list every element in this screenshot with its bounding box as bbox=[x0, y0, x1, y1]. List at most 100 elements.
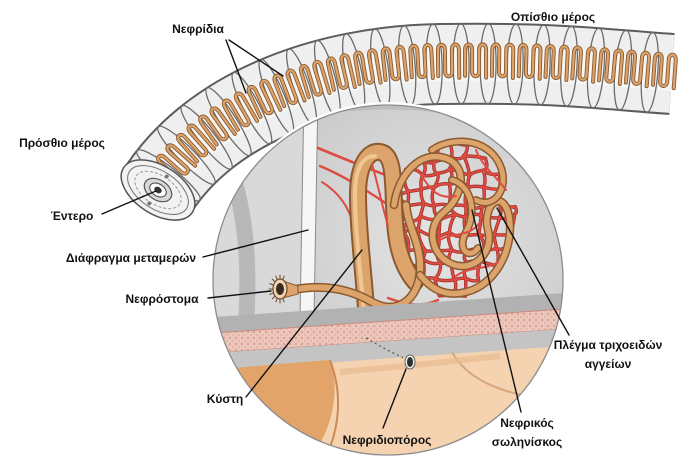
nephridium-coil-tube bbox=[157, 144, 197, 182]
nephrostome-leader bbox=[207, 290, 272, 299]
nephridium-coil-tube bbox=[409, 43, 434, 80]
nephridia-leader-2 bbox=[228, 39, 284, 77]
label-nephrostome: Νεφρόστομα bbox=[126, 292, 200, 306]
nephridium-coil bbox=[272, 68, 307, 109]
nephridium-coil bbox=[380, 44, 409, 82]
capillary-vessel bbox=[433, 277, 456, 282]
ventral-lobe bbox=[215, 360, 335, 455]
capillary-vessel bbox=[493, 233, 498, 250]
capillary-overlay bbox=[371, 149, 507, 277]
nephridium-coil bbox=[221, 91, 260, 132]
nephrostome bbox=[268, 274, 299, 304]
capillary-vessel bbox=[431, 186, 436, 207]
label-bladder: Κύστη bbox=[207, 392, 244, 406]
coiled-tubule bbox=[391, 153, 513, 297]
capillary-vessel bbox=[462, 155, 471, 177]
label-posterior: Οπίσθιο μέρος bbox=[511, 10, 595, 24]
nephridium-coil-tube bbox=[624, 50, 651, 88]
nephridium-coil-tube bbox=[436, 43, 461, 79]
nephridium-coil-tube bbox=[247, 79, 282, 119]
label-capillary-line2: αγγείων bbox=[585, 357, 632, 371]
nephridium-coil bbox=[623, 49, 651, 89]
nephridium-coil bbox=[298, 60, 332, 100]
capillary-vessel bbox=[462, 155, 487, 160]
label-tubule-line2: σωληνίσκος bbox=[492, 435, 562, 449]
nephridium-coil bbox=[516, 43, 543, 81]
capillary-vessel bbox=[455, 261, 499, 277]
nephridiopore-leader bbox=[382, 368, 407, 429]
labels: Νεφρίδια Οπίσθιο μέρος Πρόσθιο μέρος Έντ… bbox=[19, 10, 663, 449]
nephridium-coil bbox=[408, 43, 435, 81]
nephridium-coil bbox=[198, 106, 237, 147]
nephridium-coil bbox=[246, 79, 283, 119]
label-tubule-line1: Νεφρικός bbox=[500, 416, 554, 430]
nephridium-coil bbox=[596, 47, 625, 86]
dorsal-vessel-dot bbox=[164, 174, 169, 179]
nephridium-coil-tube bbox=[544, 44, 569, 82]
septum-leader bbox=[202, 229, 309, 258]
ventral-shadow bbox=[339, 353, 501, 375]
capillary-vessel bbox=[447, 231, 453, 251]
nephrostome-cilia bbox=[268, 274, 285, 304]
worm-body bbox=[123, 22, 678, 214]
nephric-tubules bbox=[287, 137, 515, 312]
lens-border bbox=[212, 104, 564, 456]
bladder-tube bbox=[351, 144, 422, 347]
nephridium-coil bbox=[325, 53, 357, 92]
nephrostome-cilium bbox=[269, 292, 275, 295]
muscle-layer bbox=[213, 292, 563, 336]
nephridium-coil-tube bbox=[651, 52, 677, 90]
lower-muscle-layer bbox=[213, 328, 563, 372]
capillary-vessel bbox=[448, 213, 457, 234]
nephridium-coil-tube bbox=[597, 48, 624, 86]
intestine-leader bbox=[101, 190, 157, 215]
nephridium-coil bbox=[353, 48, 383, 87]
nephridium-coil-tube bbox=[490, 43, 515, 80]
body-wall-ring bbox=[127, 165, 189, 215]
capillary-vessel bbox=[477, 215, 483, 236]
nephridium-coil bbox=[543, 44, 570, 83]
nephrostome-cilium bbox=[271, 278, 276, 283]
capillary-vessel bbox=[420, 188, 425, 205]
nephridium-coil-tube bbox=[571, 46, 597, 83]
nephridium-coil-tube bbox=[199, 107, 236, 146]
nephrostome-cilium bbox=[275, 297, 278, 303]
nephridium-coil bbox=[650, 51, 678, 91]
label-nephridia: Νεφρίδια bbox=[172, 22, 224, 36]
nephridium-coil bbox=[570, 45, 597, 84]
nephrostome-cilium bbox=[282, 275, 285, 281]
capillary-vessel bbox=[417, 214, 422, 231]
ventral-fold bbox=[317, 359, 340, 455]
nephridium-coil bbox=[489, 42, 516, 81]
capillary-vessel bbox=[464, 205, 467, 218]
label-intestine: Έντερο bbox=[51, 209, 94, 223]
nephrostome-cilium bbox=[271, 295, 276, 300]
nephridium-coil-tube bbox=[517, 43, 542, 80]
label-capillary-line1: Πλέγμα τριχοειδών bbox=[554, 338, 663, 352]
label-anterior: Πρόσθιο μέρος bbox=[19, 136, 105, 150]
ventral-vessel-dot bbox=[147, 201, 152, 206]
nephridium-coil bbox=[463, 42, 489, 80]
leader-lines bbox=[101, 39, 570, 429]
anterior-cross-section bbox=[120, 159, 196, 221]
nephridium-coil bbox=[435, 42, 462, 80]
label-septum: Διάφραγμα μεταμερών bbox=[66, 251, 196, 265]
nephridium-coil-tube bbox=[463, 43, 488, 79]
capillary-vessel bbox=[371, 163, 389, 227]
nephridium-coil-tube bbox=[176, 124, 216, 163]
label-nephridiopore: Νεφριδιοπόρος bbox=[343, 433, 432, 447]
nephridia-coils bbox=[156, 42, 678, 183]
nephridium-coil-tube bbox=[273, 69, 306, 108]
nephridia-leader-1 bbox=[225, 39, 247, 94]
bladder-leader bbox=[245, 249, 363, 398]
nephridium-coil-tube bbox=[222, 92, 259, 131]
nephridium-coil bbox=[176, 123, 217, 164]
coiled-tubule bbox=[429, 138, 506, 205]
capillary-vessel bbox=[417, 169, 457, 198]
capillary-vessel bbox=[468, 185, 485, 189]
nephridium-coil-tube bbox=[299, 60, 331, 99]
nephridium-coil bbox=[156, 143, 198, 183]
capillary-vessel bbox=[475, 149, 507, 191]
